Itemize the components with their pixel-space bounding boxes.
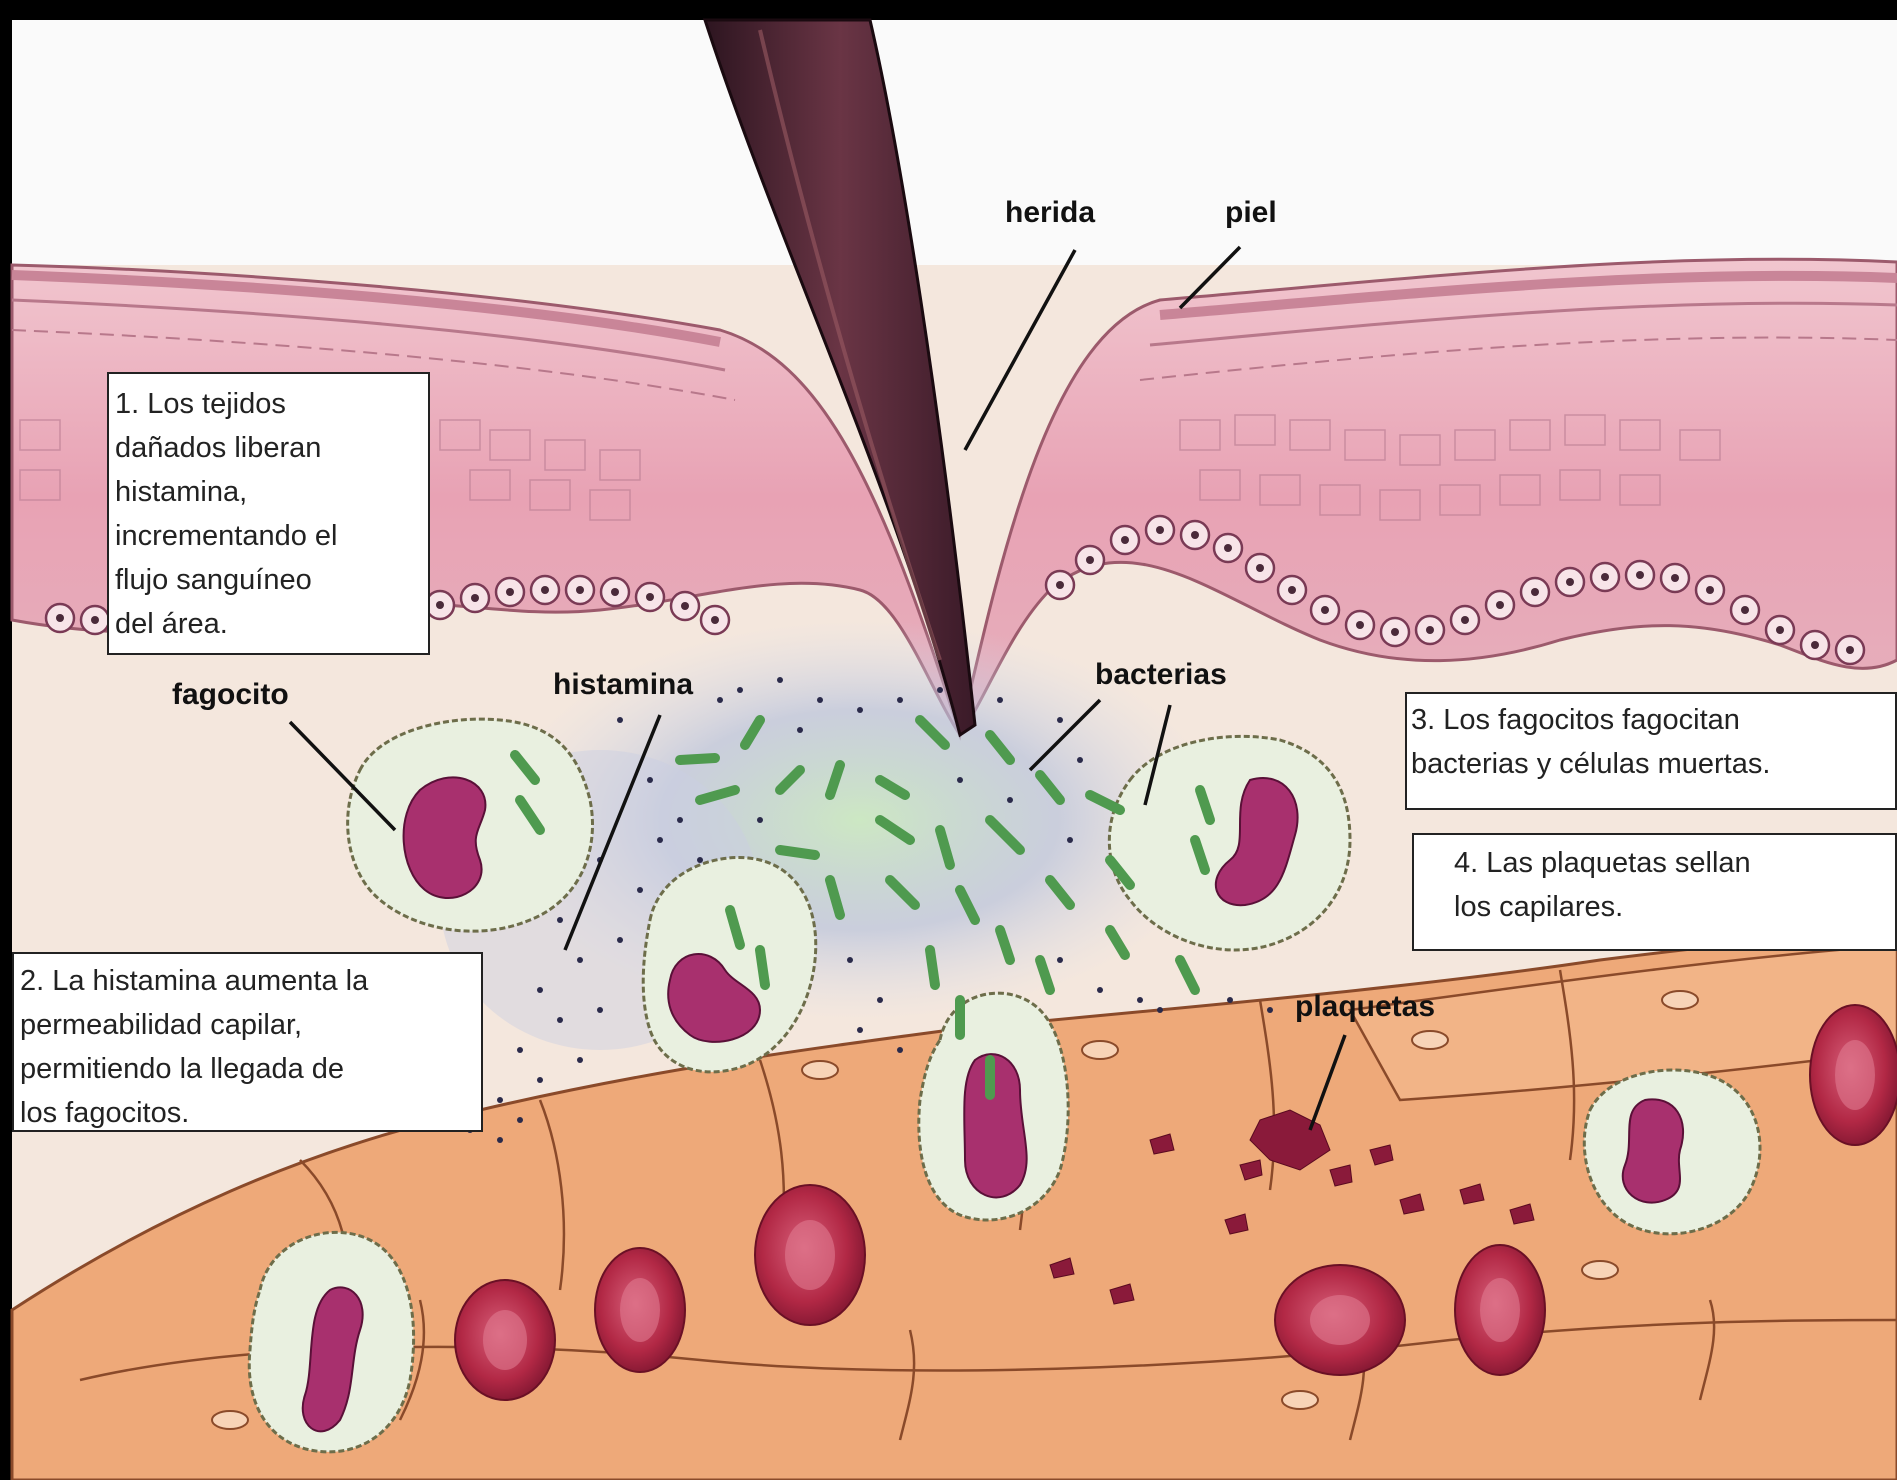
textbox-step-2-line: 2. La histamina aumenta la [20, 959, 475, 1003]
textbox-step-1-line: 1. Los tejidos [115, 382, 422, 426]
textbox-step-1-line: flujo sanguíneo [115, 558, 422, 602]
textbox-step-2: 2. La histamina aumenta la permeabilidad… [12, 952, 483, 1132]
label-fagocito: fagocito [172, 680, 289, 710]
textbox-step-4-line: los capilares. [1454, 885, 1889, 929]
textbox-step-3-line: 3. Los fagocitos fagocitan [1411, 698, 1889, 742]
textbox-step-3-line: bacterias y células muertas. [1411, 742, 1889, 786]
phagocyte-right [1109, 736, 1350, 950]
textbox-step-1-line: dañados liberan [115, 426, 422, 470]
label-herida: herida [1005, 198, 1095, 228]
textbox-step-4-line: 4. Las plaquetas sellan [1454, 841, 1889, 885]
textbox-step-2-line: permeabilidad capilar, [20, 1003, 475, 1047]
textbox-step-1-line: del área. [115, 602, 422, 646]
textbox-step-2-line: permitiendo la llegada de [20, 1047, 475, 1091]
phagocyte-in-vessel [1584, 1070, 1760, 1234]
label-plaquetas: plaquetas [1295, 992, 1435, 1022]
phagocyte-nucleus [1623, 1099, 1683, 1202]
textbox-step-4: 4. Las plaquetas sellan los capilares. [1412, 833, 1897, 951]
phagocyte-left [348, 719, 593, 931]
textbox-step-1-line: incrementando el [115, 514, 422, 558]
phagocyte-nucleus [964, 1054, 1026, 1197]
label-bacterias: bacterias [1095, 660, 1227, 690]
upper-white-area [12, 20, 1897, 265]
label-piel: piel [1225, 198, 1277, 228]
textbox-step-1-line: histamina, [115, 470, 422, 514]
textbox-step-1: 1. Los tejidos dañados liberan histamina… [107, 372, 430, 655]
phagocyte-nucleus [404, 777, 486, 898]
label-histamina: histamina [553, 670, 693, 700]
textbox-step-3: 3. Los fagocitos fagocitan bacterias y c… [1405, 692, 1897, 810]
textbox-step-2-line: los fagocitos. [20, 1091, 475, 1135]
phagocyte-lower-left [249, 1232, 413, 1452]
